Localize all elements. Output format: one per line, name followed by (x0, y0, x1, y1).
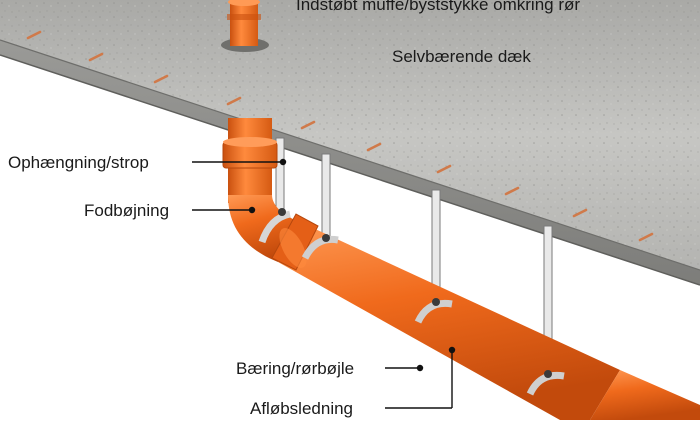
pipe-clamps (258, 210, 565, 396)
hanger-straps (275, 137, 553, 395)
leader-dots (248, 158, 456, 372)
label-bend: Fodbøjning (84, 201, 169, 220)
concrete-slab (0, 0, 700, 286)
label-hanger: Ophængning/strop (8, 153, 149, 172)
clamp-bolts (278, 208, 552, 378)
rebar-ends (26, 30, 654, 242)
label-support: Bæring/rørbøjle (236, 359, 354, 378)
label-slab: Selvbærende dæk (392, 47, 531, 66)
leader-lines (192, 161, 453, 409)
label-drain: Afløbsledning (250, 399, 353, 418)
drain-pipe (222, 118, 700, 420)
label-embedded-sleeve: Indstøbt muffe/byststykke omkring rør (296, 0, 580, 14)
pipe-through-slab (221, 0, 269, 52)
